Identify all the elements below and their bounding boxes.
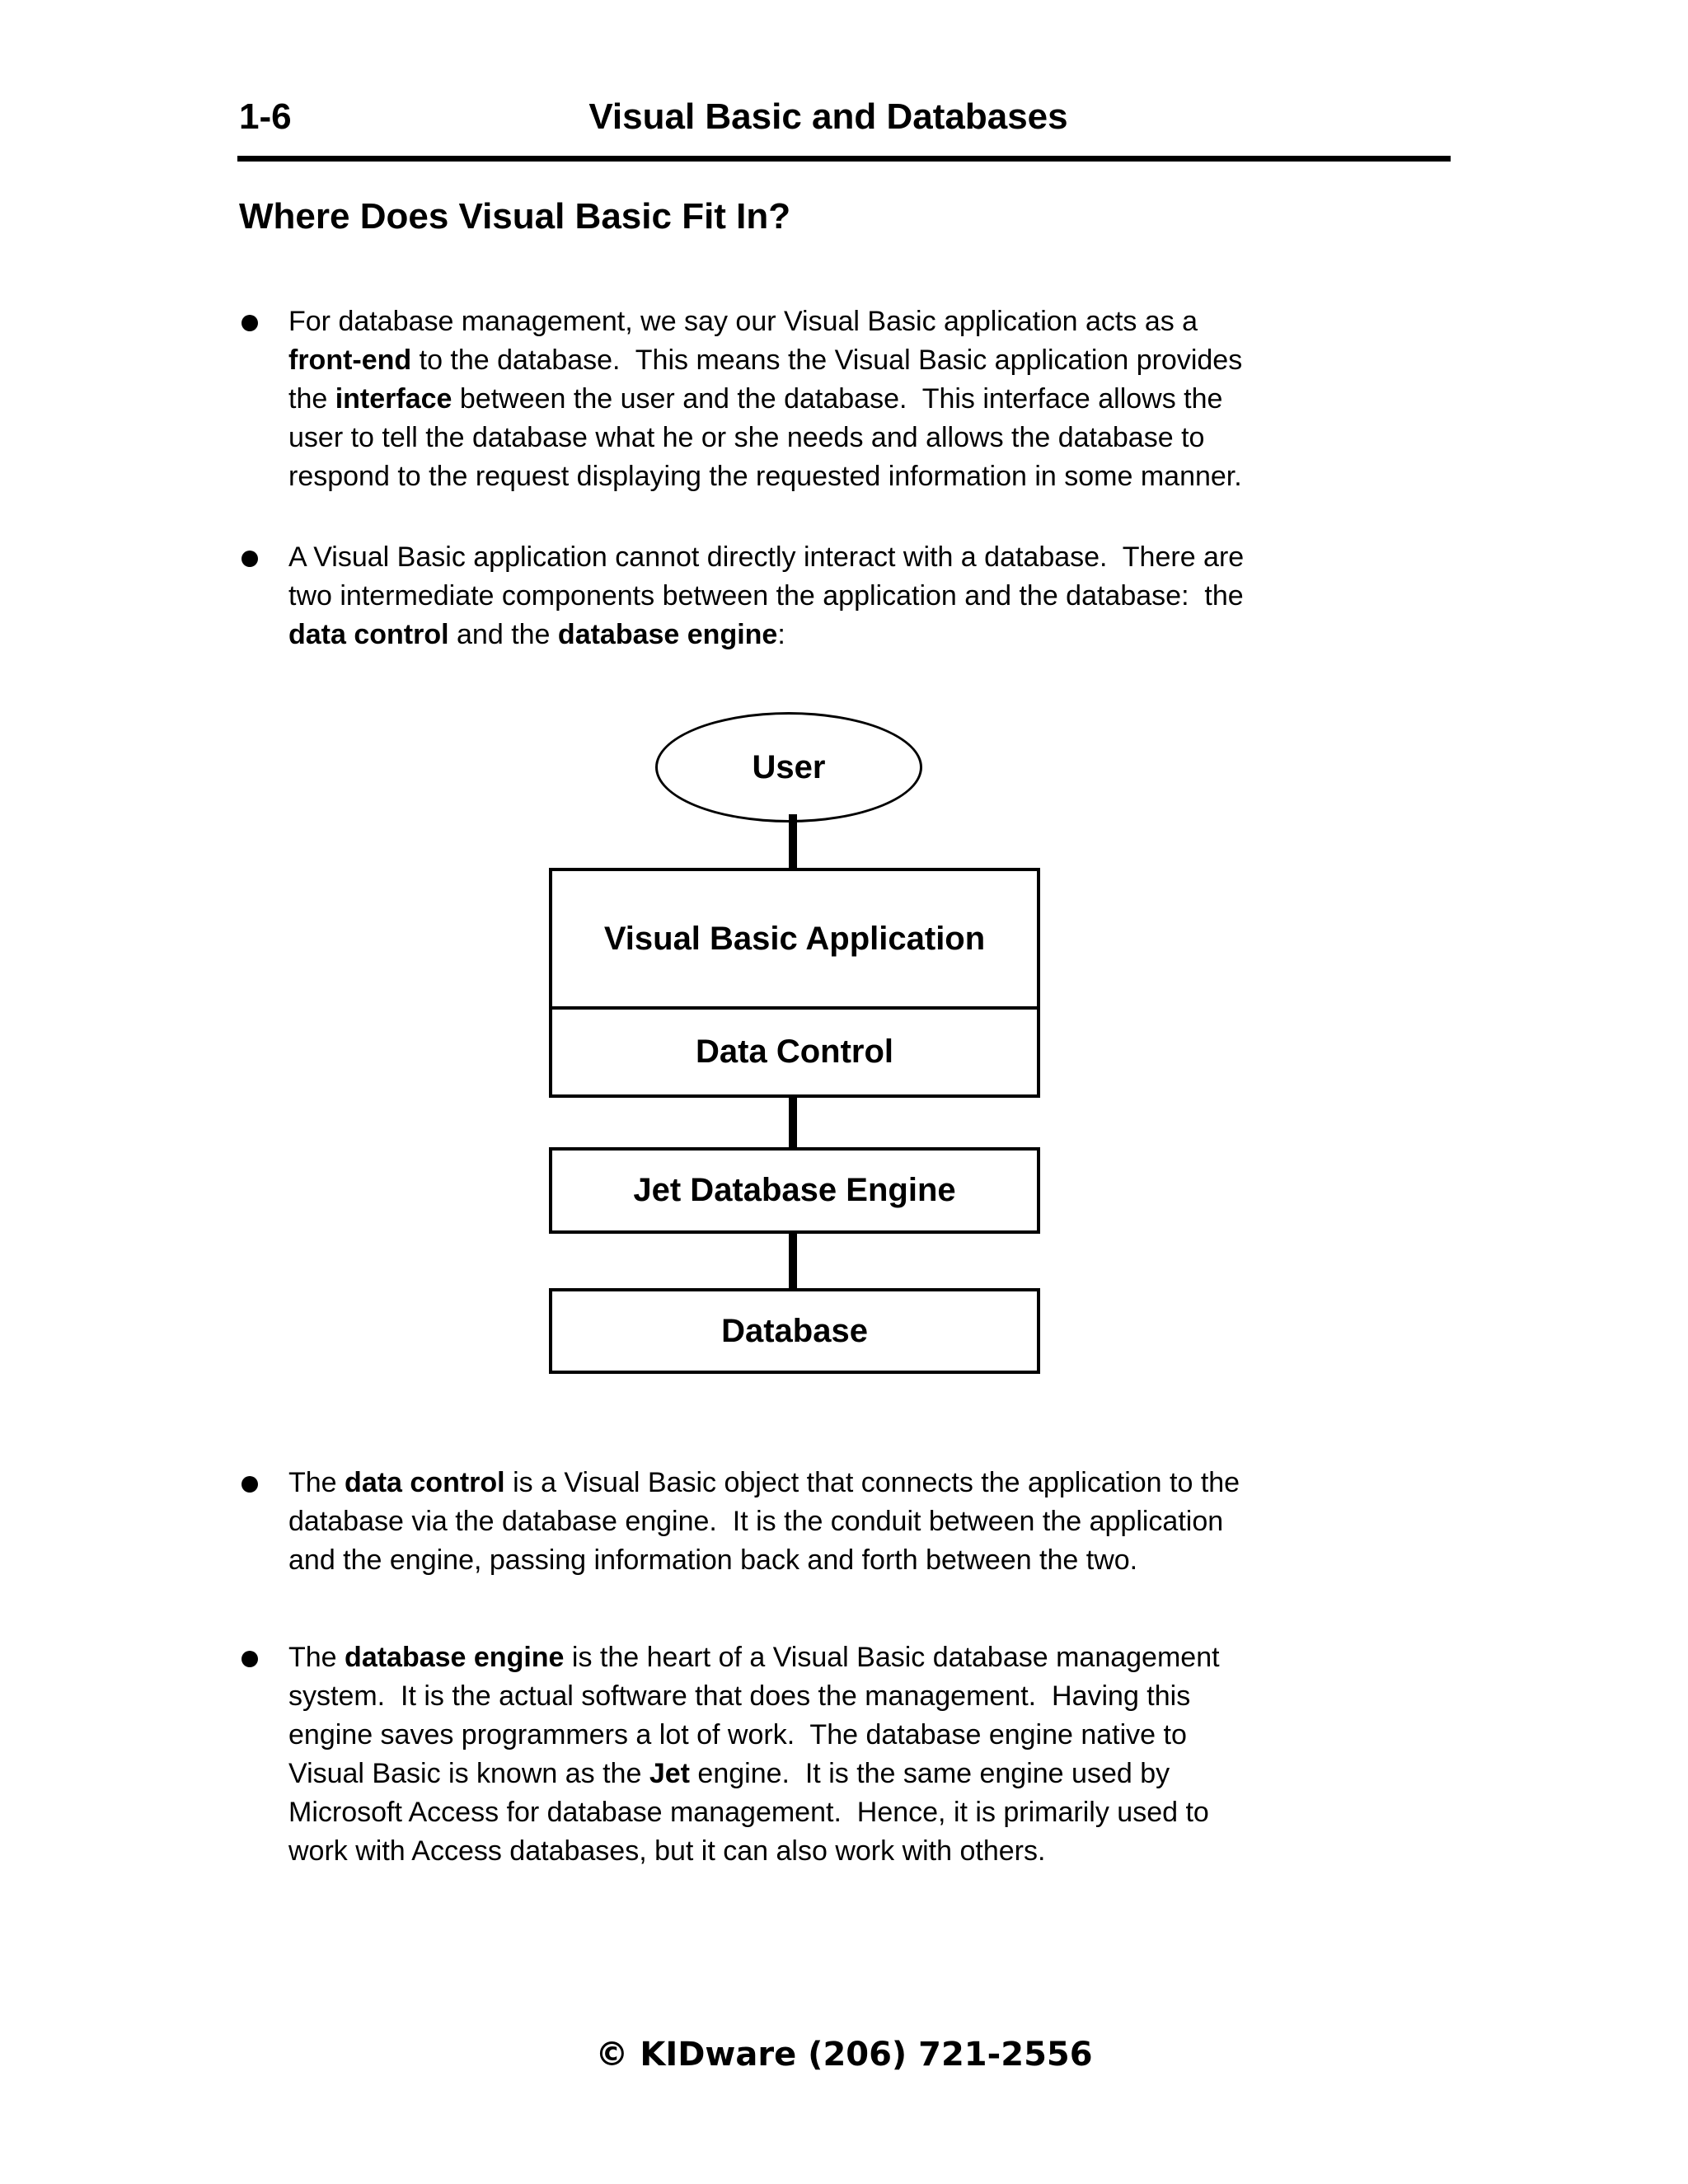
page-footer: © KIDware (206) 721-2556	[595, 2036, 1093, 2074]
diagram-node-user: User	[655, 712, 922, 823]
header-title: Visual Basic and Databases	[588, 96, 1068, 137]
diagram-box-visual-basic-application: Visual Basic Application	[549, 868, 1040, 1010]
page-number: 1-6	[239, 96, 292, 137]
bullet-item: The data control is a Visual Basic objec…	[239, 1464, 1442, 1580]
bullet-text: The data control is a Visual Basic objec…	[288, 1467, 1240, 1576]
bullet-dot	[241, 1476, 258, 1493]
bullet-item: For database management, we say our Visu…	[239, 302, 1442, 496]
diagram-connector-engine-database	[789, 1232, 797, 1290]
diagram-connector-control-engine	[789, 1094, 797, 1149]
bullet-dot	[241, 315, 258, 331]
diagram-box-data-control: Data Control	[549, 1006, 1040, 1098]
bullet-item: A Visual Basic application cannot direct…	[239, 538, 1442, 654]
bullet-text: For database management, we say our Visu…	[288, 306, 1243, 492]
bullet-item: The database engine is the heart of a Vi…	[239, 1638, 1442, 1871]
bullet-text: A Visual Basic application cannot direct…	[288, 541, 1245, 650]
section-heading: Where Does Visual Basic Fit In?	[239, 196, 791, 237]
diagram-connector-user-app	[789, 814, 797, 869]
diagram-box-jet-database-engine: Jet Database Engine	[549, 1147, 1040, 1234]
bullet-dot	[241, 1651, 258, 1667]
header-rule	[237, 156, 1451, 162]
bullet-dot	[241, 551, 258, 567]
diagram-box-database: Database	[549, 1288, 1040, 1374]
bullet-text: The database engine is the heart of a Vi…	[288, 1642, 1220, 1867]
diagram-node-user-label: User	[752, 748, 826, 785]
